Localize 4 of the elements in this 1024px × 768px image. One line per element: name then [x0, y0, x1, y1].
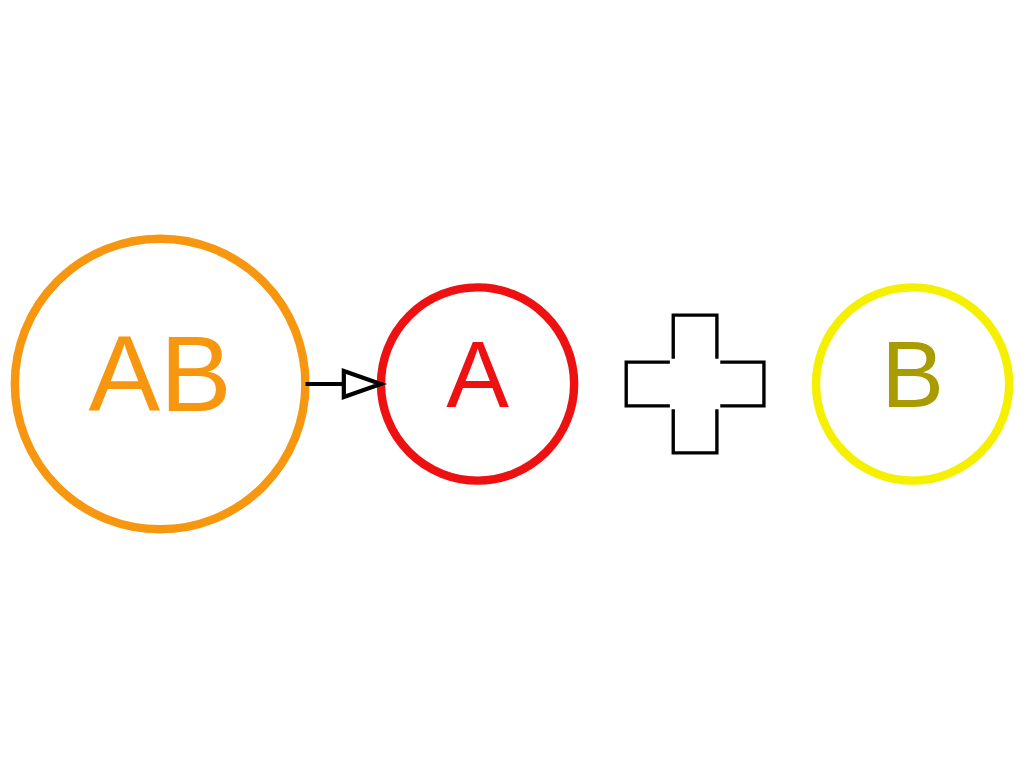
- arrow: [305, 368, 388, 400]
- node-circle: B: [811, 283, 1014, 485]
- node-circle: AB: [10, 234, 310, 534]
- node-circle: A: [376, 283, 579, 485]
